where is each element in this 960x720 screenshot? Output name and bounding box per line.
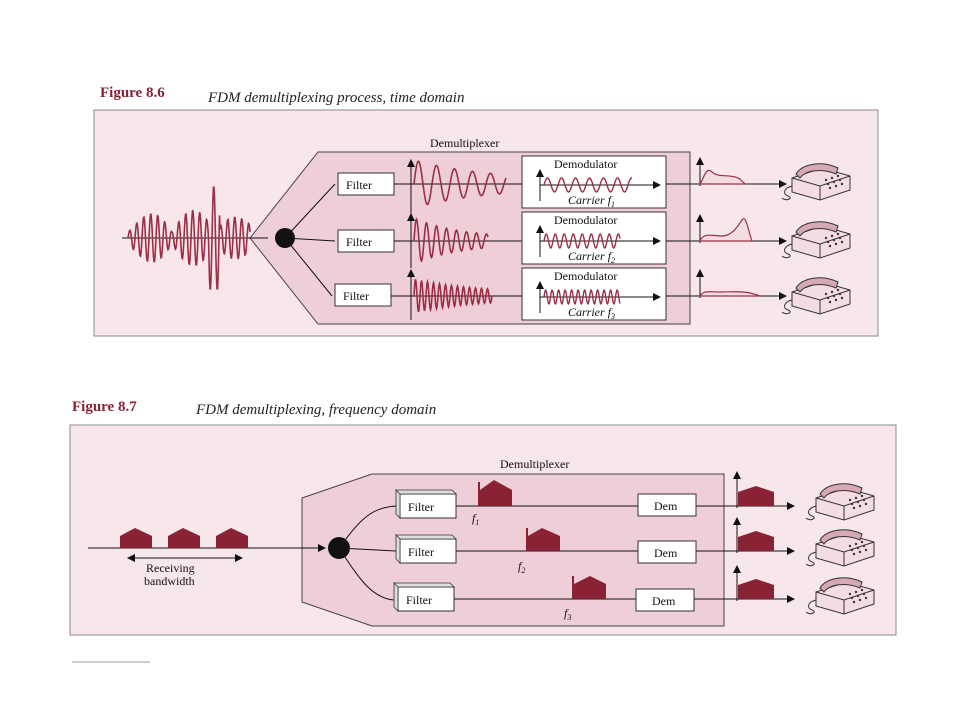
baseband-signal-icon <box>698 169 747 185</box>
filter-box-side <box>393 582 455 612</box>
output-3 <box>666 269 851 315</box>
spectrum-hump-icon <box>120 528 152 548</box>
demodulator-label: Demodulator <box>554 157 617 171</box>
branch-line-3 <box>338 547 395 601</box>
spectrum-hump-icon <box>738 531 774 551</box>
composite-waveform-icon <box>127 186 251 290</box>
demodulator-2: Demodulator Carrier f2 <box>521 211 667 265</box>
spectrum-hump-icon <box>526 528 560 551</box>
dem-label: Dem <box>654 546 678 560</box>
filter-row-3: Filter <box>334 283 392 307</box>
fd-row-1: Filter f1 Dem <box>395 471 875 527</box>
carrier-wave-icon <box>543 288 621 306</box>
carrier-wave-icon <box>543 177 633 193</box>
demodulator-label: Demodulator <box>554 269 617 283</box>
branch-line-3 <box>284 237 333 297</box>
receiving-bandwidth-line1: Receiving <box>146 561 195 575</box>
demodulator-1: Demodulator Carrier f1 <box>521 155 667 209</box>
baseband-signal-icon <box>698 291 761 297</box>
waveform-icon <box>413 217 489 263</box>
demodulator-box <box>521 211 667 265</box>
carrier-label: Carrier f3 <box>568 305 615 321</box>
demodulator-box <box>521 155 667 209</box>
carrier-label: Carrier f1 <box>568 193 615 209</box>
filter-label: Filter <box>408 545 434 559</box>
filter-label: Filter <box>406 593 432 607</box>
demodulator-3: Demodulator Carrier f3 <box>521 267 667 321</box>
filter-row-2: Filter <box>337 229 395 253</box>
frequency-label: f1 <box>472 511 479 527</box>
figure-8-7-caption: FDM demultiplexing, frequency domain <box>195 402 436 418</box>
carrier-label: Carrier f2 <box>568 249 615 265</box>
baseband-signal-icon <box>699 218 753 242</box>
branch-line-2 <box>284 237 336 242</box>
dem-label: Dem <box>654 499 678 513</box>
spectrum-hump-icon <box>216 528 248 548</box>
filter-box-side <box>395 534 457 564</box>
frequency-label: f2 <box>518 559 525 575</box>
spectrum-hump-icon <box>572 576 606 599</box>
waveform-icon <box>413 278 493 313</box>
dem-box <box>637 540 697 564</box>
figure-8-6-number: Figure 8.6 <box>100 85 165 101</box>
branch-line-2 <box>338 547 397 552</box>
filter-label: Filter <box>346 178 372 192</box>
filter-label: Filter <box>343 289 369 303</box>
spectrum-hump-icon <box>738 486 774 506</box>
frequency-label: f3 <box>564 606 571 622</box>
receiving-bandwidth-line2: bandwidth <box>144 574 195 588</box>
branch-line-1 <box>284 183 336 239</box>
filter-label: Filter <box>346 235 372 249</box>
filter-label: Filter <box>408 500 434 514</box>
spectrum-hump-icon <box>738 579 774 599</box>
waveform-icon <box>413 160 507 206</box>
branch-line-1 <box>338 505 397 549</box>
demodulator-box <box>521 267 667 321</box>
fd-row-2: Filter f2 Dem <box>395 517 875 575</box>
demodulator-label: Demodulator <box>554 213 617 227</box>
output-1 <box>666 157 851 201</box>
demultiplexer-label: Demultiplexer <box>430 136 499 150</box>
demultiplexer-label: Demultiplexer <box>500 457 569 471</box>
dem-box <box>635 588 695 612</box>
carrier-wave-icon <box>543 233 621 249</box>
fd-row-3: Filter f3 Dem <box>393 565 875 622</box>
figure-8-7-number: Figure 8.7 <box>72 399 137 415</box>
dem-label: Dem <box>652 594 676 608</box>
figure-8-6-caption: FDM demultiplexing process, time domain <box>207 90 464 106</box>
filter-row-1: Filter <box>337 172 395 196</box>
filter-box-side <box>395 489 457 519</box>
spectrum-hump-icon <box>478 480 512 506</box>
output-2 <box>666 214 851 259</box>
filter-box <box>334 283 392 307</box>
dem-box <box>637 493 697 517</box>
spectrum-hump-icon <box>168 528 200 548</box>
filter-box <box>397 586 455 612</box>
